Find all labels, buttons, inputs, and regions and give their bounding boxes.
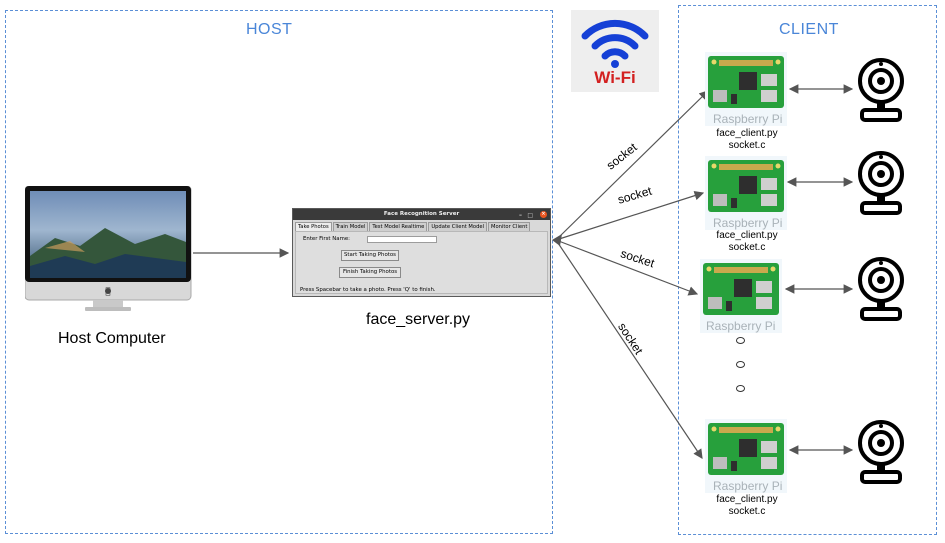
imac-computer:  [25, 186, 192, 311]
host-computer-caption: Host Computer [58, 330, 166, 347]
first-name-input[interactable] [367, 236, 437, 243]
socket-hub-dot [552, 234, 562, 246]
close-icon[interactable]: × [540, 211, 547, 218]
client-file-name: face_client.py [716, 494, 778, 505]
raspberry-pi-icon: Raspberry Pi [705, 52, 787, 126]
status-message: Press Spacebar to take a photo. Press 'Q… [300, 287, 436, 293]
raspberry-pi-icon: Raspberry Pi [700, 259, 782, 333]
server-caption: face_server.py [366, 311, 471, 328]
webcam-icon [858, 420, 904, 484]
socket-line-2 [555, 190, 705, 241]
webcam-icon [858, 151, 904, 215]
client-region [678, 5, 937, 535]
client-region-title: CLIENT [779, 21, 839, 38]
socket-line-3 [555, 239, 699, 296]
client-file-name: face_client.py [716, 128, 778, 139]
maximize-icon[interactable]: □ [527, 212, 533, 219]
socket-line-4 [555, 239, 703, 459]
raspberry-pi-icon: Raspberry Pi [705, 419, 787, 493]
window-title: Face Recognition Server [383, 211, 460, 217]
take-photos-panel: Enter First Name: Start Taking Photos Fi… [295, 231, 548, 294]
socket-line-1 [555, 90, 709, 241]
webcam-icon [858, 58, 904, 122]
host-region-title: HOST [246, 21, 293, 38]
host-region [5, 10, 553, 534]
client-file-name: socket.c [728, 140, 766, 151]
client-file-name: face_client.py [716, 230, 778, 241]
ellipsis-dot [736, 361, 745, 368]
raspberry-pi-icon: Raspberry Pi [705, 156, 787, 230]
client-file-name: socket.c [728, 242, 766, 253]
wifi-icon [581, 19, 649, 68]
ellipsis-dot [736, 337, 745, 344]
face-recognition-server-window: Face Recognition Server – □ × Take Photo… [292, 208, 551, 297]
wifi-label: Wi-Fi [594, 68, 636, 87]
raspberry-pi-label: Raspberry Pi [713, 479, 783, 493]
raspberry-pi-label: Raspberry Pi [713, 216, 783, 230]
finish-taking-photos-button[interactable]: Finish Taking Photos [339, 267, 401, 278]
raspberry-pi-label: Raspberry Pi [713, 112, 783, 126]
window-titlebar: Face Recognition Server – □ × [293, 209, 550, 220]
raspberry-pi-label: Raspberry Pi [706, 319, 776, 333]
first-name-label: Enter First Name: [303, 236, 350, 242]
client-file-name: socket.c [728, 506, 766, 517]
ellipsis-dot [736, 385, 745, 392]
wifi-badge: Wi-Fi [571, 10, 659, 92]
minimize-icon[interactable]: – [519, 212, 522, 219]
webcam-icon [858, 257, 904, 321]
start-taking-photos-button[interactable]: Start Taking Photos [341, 250, 399, 261]
